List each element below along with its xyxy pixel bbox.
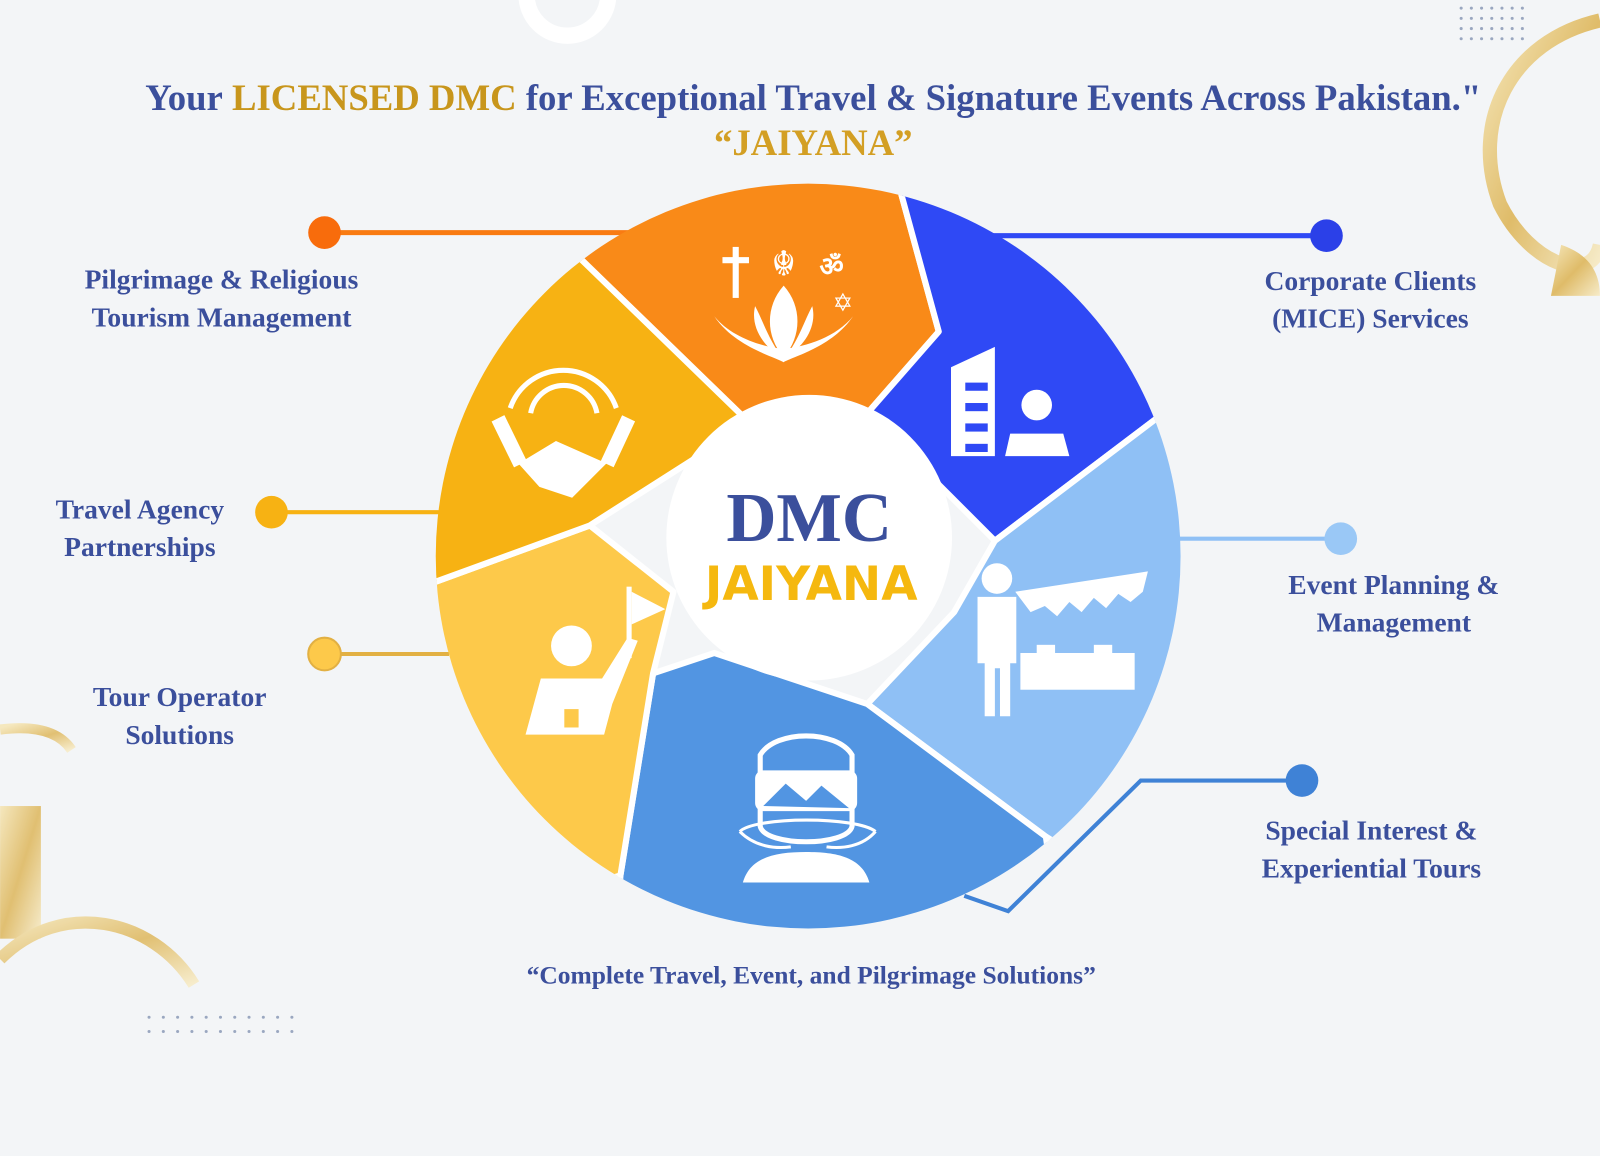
svg-text:ॐ: ॐ <box>820 251 844 282</box>
decorative-dot <box>1459 16 1463 20</box>
vr-headset-traveler-icon <box>738 733 877 883</box>
dot-tour-operator <box>307 636 342 672</box>
decorative-dot <box>1490 16 1494 20</box>
decorative-dot <box>161 1015 165 1019</box>
tagline: “Complete Travel, Event, and Pilgrimage … <box>527 961 1096 990</box>
dot-pilgrimage <box>308 216 341 249</box>
decorative-dot <box>147 1029 151 1034</box>
dot-event <box>1324 522 1358 556</box>
decorative-dot <box>1469 37 1473 41</box>
decorative-dot <box>1480 16 1484 20</box>
decorative-dot <box>1490 27 1494 31</box>
decorative-gold-swirl-top-right <box>1482 13 1600 296</box>
decorative-dot <box>204 1015 208 1019</box>
building-businessman-icon <box>951 346 1070 457</box>
decorative-dot <box>1459 27 1463 31</box>
decorative-dot <box>1510 16 1514 20</box>
decorative-dot <box>1510 6 1514 10</box>
center-dmc-label: DMC <box>726 480 892 557</box>
decorative-dot <box>261 1015 265 1019</box>
label-event: Event Planning &Management <box>1288 569 1499 638</box>
decorative-dot <box>190 1015 194 1019</box>
decorative-dot <box>1469 27 1473 31</box>
decorative-gold-swirl-bottom-left <box>0 723 200 988</box>
label-corporate: Corporate Clients(MICE) Services <box>1264 265 1476 334</box>
event-planner-icon <box>977 563 1148 717</box>
page-title: Your LICENSED DMC for Exceptional Travel… <box>145 77 1481 118</box>
decorative-dot <box>190 1029 194 1034</box>
decorative-dot <box>1480 6 1484 10</box>
decorative-dot <box>1500 27 1504 31</box>
decorative-dot <box>176 1029 180 1034</box>
decorative-dot <box>147 1015 151 1019</box>
decorative-dot <box>218 1015 222 1019</box>
decorative-dot <box>276 1029 280 1034</box>
decorative-dot <box>218 1029 222 1034</box>
decorative-dot <box>176 1015 180 1019</box>
decorative-dot <box>204 1029 208 1034</box>
decorative-dot <box>290 1015 294 1019</box>
decorative-dot <box>1459 37 1463 41</box>
svg-text:✡: ✡ <box>833 288 854 317</box>
decorative-dot <box>233 1029 237 1034</box>
dot-corporate <box>1310 219 1343 253</box>
brand-subtitle: “JAIYANA” <box>714 122 913 163</box>
center-badge <box>666 394 953 681</box>
decorative-dot <box>1520 37 1524 41</box>
svg-text:☬: ☬ <box>771 244 796 284</box>
decorative-dot <box>1500 37 1504 41</box>
decorative-dot <box>1510 37 1514 41</box>
decorative-dot <box>1500 16 1504 20</box>
decorative-dot <box>247 1029 251 1034</box>
decorative-dot <box>1480 37 1484 41</box>
decorative-ring <box>518 0 617 44</box>
decorative-dot <box>290 1029 294 1034</box>
religious-symbols-icon: ☬ ॐ ✡ <box>714 244 854 363</box>
decorative-dot <box>1469 16 1473 20</box>
decorative-dot <box>1520 27 1524 31</box>
decorative-dot <box>1490 6 1494 10</box>
dot-travel-agency <box>255 495 288 529</box>
center-brand-logo: JAIYANA <box>702 557 918 612</box>
handshake-gear-icon <box>491 367 636 498</box>
tour-guide-flag-icon <box>525 586 666 735</box>
decorative-dots <box>147 6 1524 1034</box>
dot-special-interest <box>1285 764 1319 797</box>
decorative-dot <box>261 1029 265 1034</box>
decorative-dot <box>161 1029 165 1034</box>
decorative-dot <box>1469 6 1473 10</box>
connectors <box>255 216 1358 914</box>
decorative-dot <box>276 1015 280 1019</box>
decorative-dot <box>1520 6 1524 10</box>
decorative-dot <box>233 1015 237 1019</box>
decorative-dot <box>1510 27 1514 31</box>
decorative-dot <box>1459 6 1463 10</box>
decorative-dot <box>1520 16 1524 20</box>
decorative-dot <box>247 1015 251 1019</box>
connector-special-interest <box>963 778 1302 914</box>
label-special-interest: Special Interest &Experiential Tours <box>1262 815 1482 884</box>
decorative-dot <box>1490 37 1494 41</box>
decorative-dot <box>1480 27 1484 31</box>
decorative-dot <box>1500 6 1504 10</box>
